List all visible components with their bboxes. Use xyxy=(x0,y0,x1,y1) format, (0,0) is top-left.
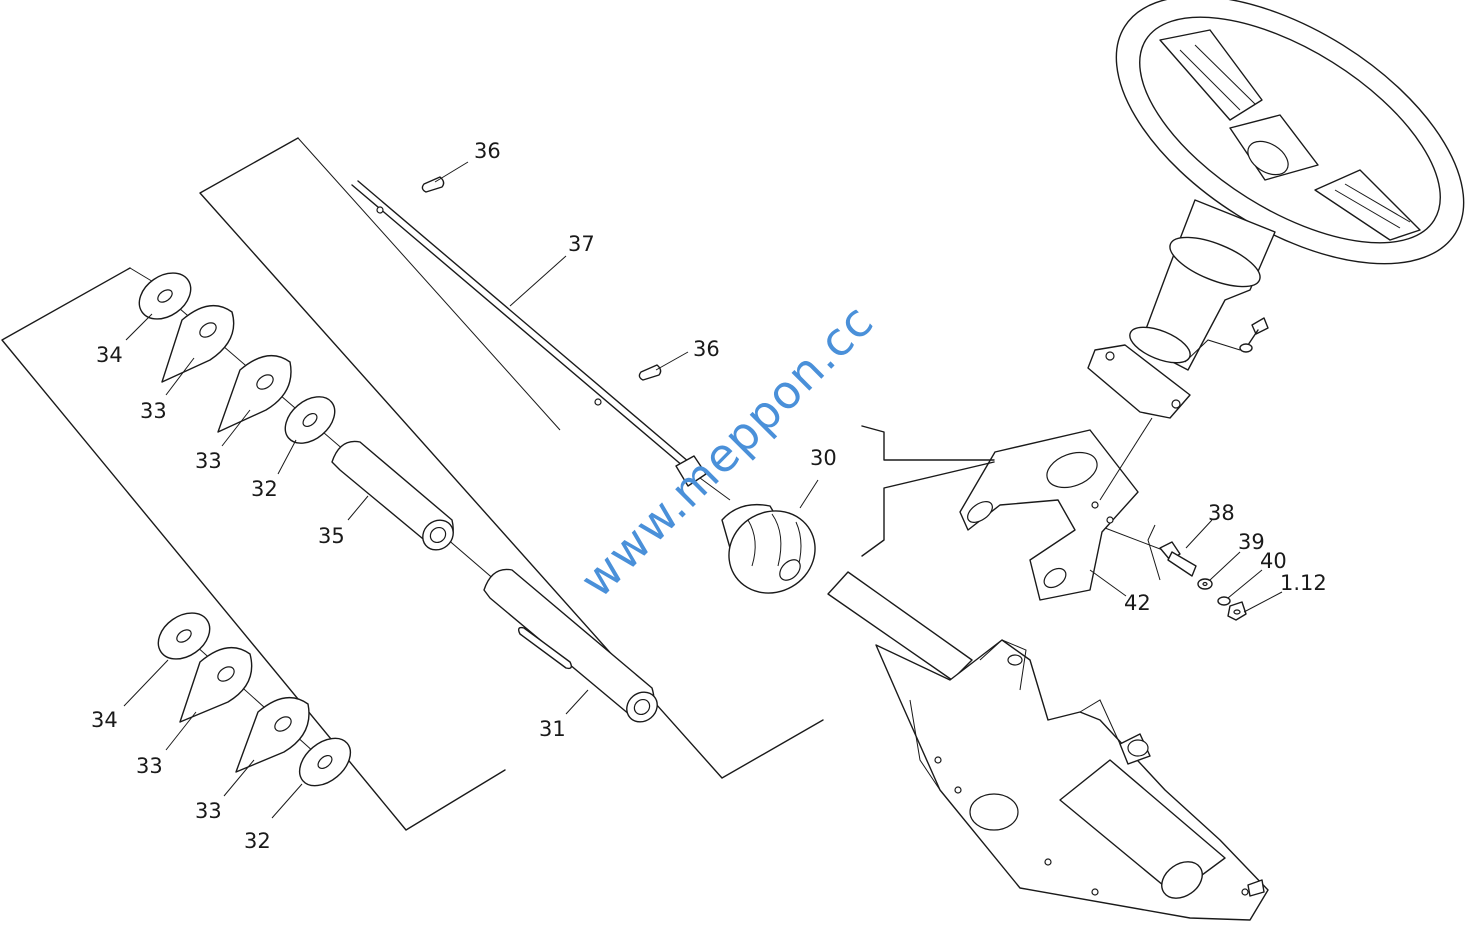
plate-33-upper-b xyxy=(217,354,292,433)
label-37: 37 xyxy=(568,232,595,256)
pin-36-lower xyxy=(638,364,662,381)
sleeve-35 xyxy=(331,440,454,551)
washer-39 xyxy=(1197,578,1213,590)
label-33-lower-a: 33 xyxy=(136,754,163,778)
washer-34-lower xyxy=(157,612,211,660)
label-35: 35 xyxy=(318,524,345,548)
washer-34-upper xyxy=(138,272,192,320)
label-40: 40 xyxy=(1260,549,1287,573)
label-1-12: 1.12 xyxy=(1280,571,1327,595)
pin-36-upper xyxy=(421,176,445,193)
label-30: 30 xyxy=(810,446,837,470)
bracket-exploded-indicator xyxy=(861,425,1169,581)
column-bolt xyxy=(1184,317,1269,363)
label-34-lower: 34 xyxy=(91,708,118,732)
label-36-lower: 36 xyxy=(693,337,720,361)
frame-body xyxy=(827,571,1269,921)
washer-32-lower xyxy=(298,737,352,787)
plate-33-lower-a xyxy=(179,646,253,723)
plate-33-lower-b xyxy=(235,696,310,773)
washer-40 xyxy=(1217,596,1231,606)
nut-112 xyxy=(1227,601,1247,621)
plate-33-upper-a xyxy=(161,304,235,383)
knob-30 xyxy=(721,503,816,594)
label-33-upper-a: 33 xyxy=(140,399,167,423)
label-39: 39 xyxy=(1238,530,1265,554)
center-group-panel xyxy=(199,137,824,779)
label-32-upper: 32 xyxy=(251,477,278,501)
label-33-lower-b: 33 xyxy=(195,799,222,823)
shaft-37 xyxy=(351,180,731,501)
steering-column xyxy=(1087,199,1276,419)
bracket-42 xyxy=(959,417,1153,601)
callout-labels: 36 36 37 34 33 33 32 35 30 31 34 33 33 3… xyxy=(91,139,1327,853)
bolt-38 xyxy=(1159,541,1197,577)
label-31: 31 xyxy=(539,717,566,741)
label-42: 42 xyxy=(1124,591,1151,615)
label-32-lower: 32 xyxy=(244,829,271,853)
label-34-upper: 34 xyxy=(96,343,123,367)
label-38: 38 xyxy=(1208,501,1235,525)
leader-lines xyxy=(123,161,1283,819)
washer-32-upper xyxy=(284,396,336,444)
sleeve-31 xyxy=(483,568,658,723)
label-36-upper: 36 xyxy=(474,139,501,163)
label-33-upper-b: 33 xyxy=(195,449,222,473)
steering-wheel xyxy=(1115,0,1465,265)
